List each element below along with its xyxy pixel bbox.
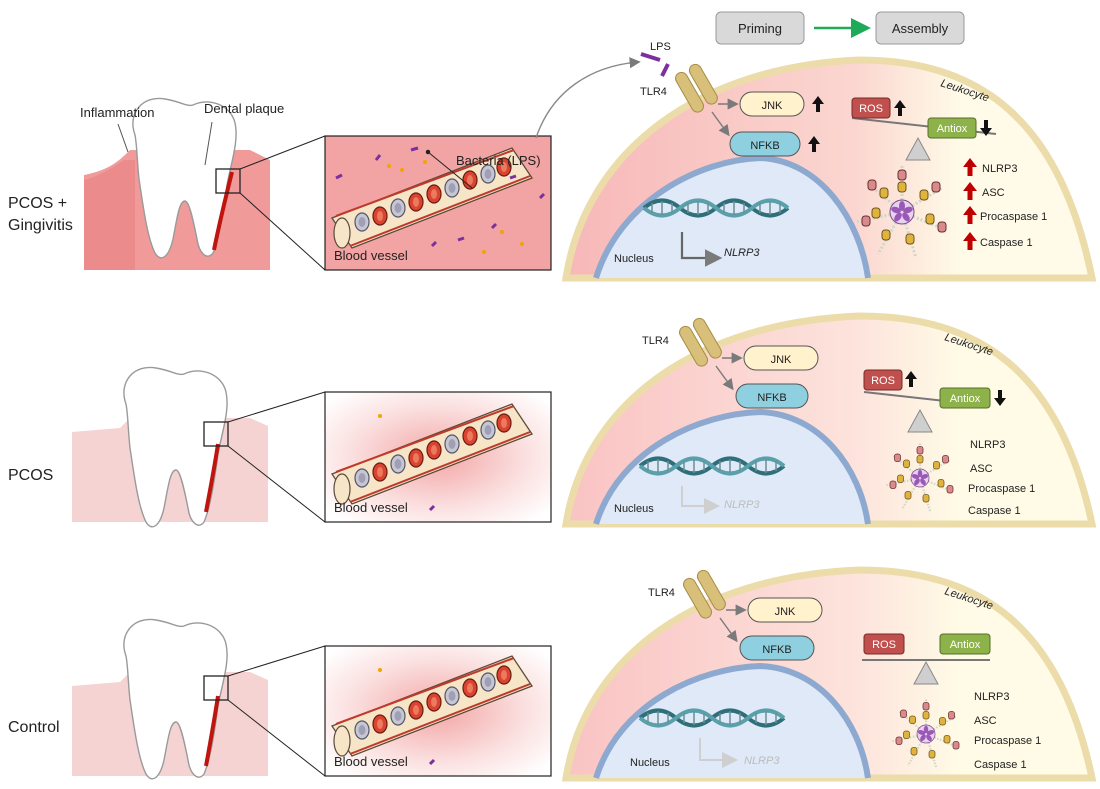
zoom-box <box>203 421 229 447</box>
zoom-box <box>203 675 229 701</box>
tlr4-label: TLR4 <box>648 587 675 599</box>
row-pcos-gingivitis: PCOS + Gingivitis Inflammation Dental pl… <box>8 41 1097 282</box>
jnk-label: JNK <box>775 606 796 618</box>
inflammation-label: Inflammation <box>80 105 154 120</box>
antiox-label: Antiox <box>950 639 981 651</box>
caspase-label: Caspase 1 <box>980 237 1033 249</box>
row-pcos: PCOS Blood vessel Leukocyte TLR4 JNK NFK… <box>8 312 1097 528</box>
priming-box: Priming <box>715 11 805 45</box>
antiox-box <box>939 387 991 409</box>
jnk-pill <box>747 597 823 623</box>
assembly-box: Assembly <box>875 11 965 45</box>
ros-label: ROS <box>872 639 896 651</box>
asc-label: ASC <box>974 715 997 727</box>
priming-label: Priming <box>738 21 782 36</box>
ros-label: ROS <box>859 103 883 115</box>
caspase-label: Caspase 1 <box>974 759 1027 771</box>
row-label: PCOS <box>8 467 53 484</box>
ros-box <box>863 633 905 655</box>
nlrp3-gene-label: NLRP3 <box>744 755 780 767</box>
blood-vessel-label: Blood vessel <box>334 248 408 263</box>
nfkb-pill <box>739 635 815 661</box>
ros-box <box>863 369 903 391</box>
nlrp3-label: NLRP3 <box>970 439 1005 451</box>
nlrp3-label: NLRP3 <box>974 691 1009 703</box>
row-label: Control <box>8 719 60 736</box>
caspase-label: Caspase 1 <box>968 505 1021 517</box>
antiox-box <box>927 117 977 139</box>
jnk-pill <box>739 91 805 117</box>
dental-plaque-label: Dental plaque <box>204 101 284 116</box>
zoom-box <box>215 168 241 194</box>
nfkb-pill <box>735 383 809 409</box>
nucleus <box>593 154 871 279</box>
procaspase-label: Procaspase 1 <box>974 735 1041 747</box>
asc-label: ASC <box>982 187 1005 199</box>
row-label-line2: Gingivitis <box>8 217 73 234</box>
nlrp3-label: NLRP3 <box>982 163 1017 175</box>
tlr4-label: TLR4 <box>640 86 667 98</box>
procaspase-label: Procaspase 1 <box>968 483 1035 495</box>
bacteria <box>335 146 546 254</box>
nucleus <box>593 662 871 779</box>
lps-molecule <box>640 52 670 77</box>
nlrp3-gene-label: NLRP3 <box>724 247 760 259</box>
antiox-label: Antiox <box>950 393 981 405</box>
nucleus-label: Nucleus <box>614 503 654 515</box>
nlrp3-gene-label: NLRP3 <box>724 499 760 511</box>
nucleus-label: Nucleus <box>614 253 654 265</box>
row-label-line1: PCOS + <box>8 195 67 212</box>
jnk-pill <box>743 345 819 371</box>
antiox-box <box>939 633 991 655</box>
balance-scale-icon <box>862 659 990 685</box>
nfkb-pill <box>729 131 801 157</box>
jnk-label: JNK <box>771 354 792 366</box>
assembly-label: Assembly <box>892 21 949 36</box>
jnk-label: JNK <box>762 100 783 112</box>
tlr4-label: TLR4 <box>642 335 669 347</box>
nfkb-label: NFKB <box>762 644 791 656</box>
nfkb-label: NFKB <box>750 140 779 152</box>
ros-label: ROS <box>871 375 895 387</box>
blood-vessel-label: Blood vessel <box>334 500 408 515</box>
blood-vessel-label: Blood vessel <box>334 754 408 769</box>
leukocyte-cell <box>561 56 1097 282</box>
procaspase-label: Procaspase 1 <box>980 211 1047 223</box>
bacteria-label: Bacteria (LPS) <box>456 153 541 168</box>
nfkb-label: NFKB <box>757 392 786 404</box>
nucleus-label: Nucleus <box>630 757 670 769</box>
row-control: Control Blood vessel Leukocyte TLR4 JNK … <box>8 566 1097 782</box>
lps-label: LPS <box>650 41 671 53</box>
ros-box <box>851 97 891 119</box>
nucleus <box>593 408 871 525</box>
asc-label: ASC <box>970 463 993 475</box>
antiox-label: Antiox <box>937 123 968 135</box>
